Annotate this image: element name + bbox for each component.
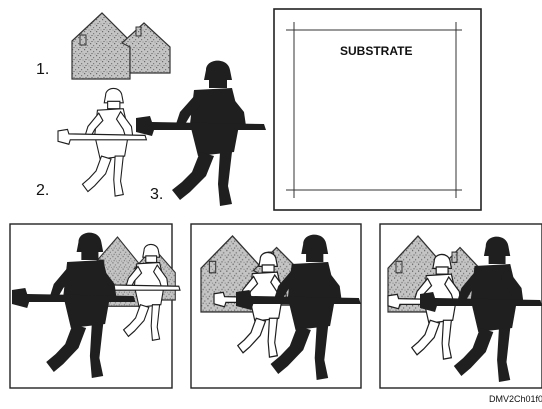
white-soldier-image	[58, 88, 146, 196]
step-1-label: 1.	[36, 61, 49, 78]
result-panel-1	[10, 224, 180, 388]
step-3-label: 3.	[150, 186, 163, 203]
result-panel-3	[380, 224, 542, 388]
substrate-panel	[274, 9, 481, 210]
figure-code: DMV2Ch01f0	[489, 394, 542, 404]
black-soldier-image	[136, 61, 266, 206]
result-panel-2	[191, 224, 361, 388]
substrate-label: SUBSTRATE	[340, 44, 412, 58]
step-2-label: 2.	[36, 182, 49, 199]
houses-image	[72, 13, 170, 79]
